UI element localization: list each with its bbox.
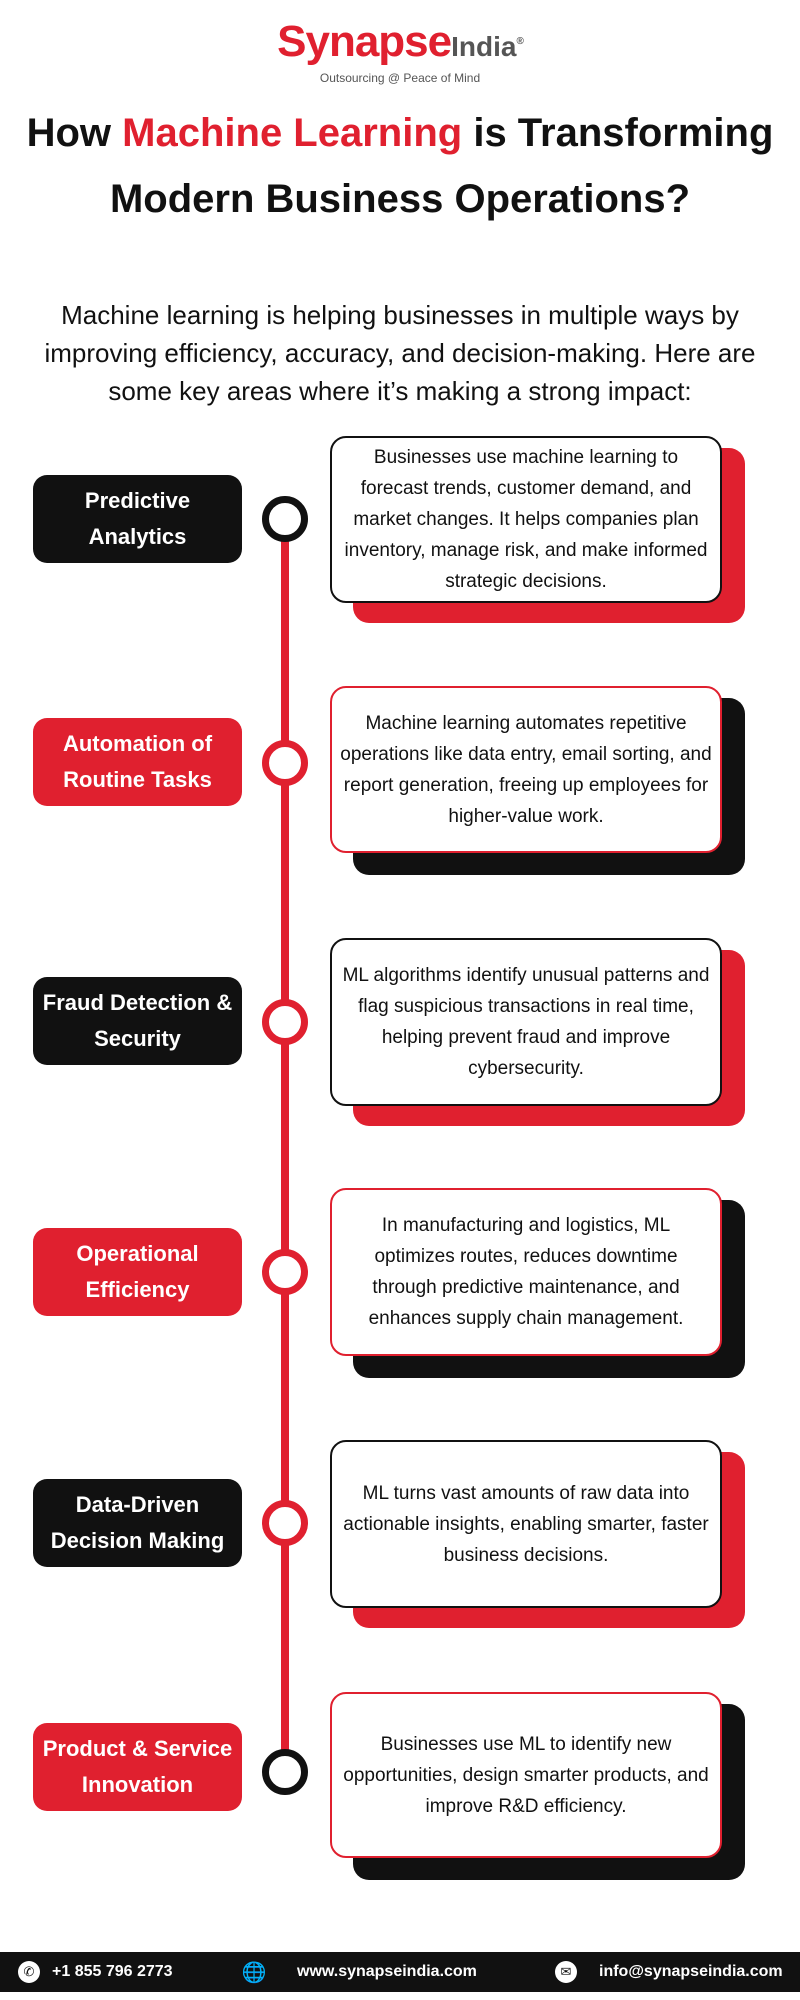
title-part-2: is Transforming bbox=[462, 111, 774, 155]
title-line-1: How Machine Learning is Transforming bbox=[0, 100, 800, 166]
timeline-node bbox=[262, 1500, 308, 1546]
title-line-2: Modern Business Operations? bbox=[109, 177, 691, 221]
timeline-node bbox=[262, 1249, 308, 1295]
logo-wordmark: SynapseIndia® bbox=[0, 18, 800, 71]
timeline-node bbox=[262, 999, 308, 1045]
footer-email[interactable]: ✉ info@synapseindia.com bbox=[555, 1952, 783, 1992]
footer-phone-text: +1 855 796 2773 bbox=[52, 1963, 173, 1980]
card-fraud-detection: ML algorithms identify unusual patterns … bbox=[330, 938, 722, 1106]
label-text: Automation of Routine Tasks bbox=[62, 731, 213, 792]
label-data-driven: Data-Driven Decision Making bbox=[33, 1479, 242, 1567]
card-data-driven: ML turns vast amounts of raw data into a… bbox=[330, 1440, 722, 1608]
label-text: Predictive Analytics bbox=[84, 488, 191, 549]
timeline-line bbox=[281, 520, 289, 1770]
label-automation: Automation of Routine Tasks bbox=[33, 718, 242, 806]
footer-bar: ✆ +1 855 796 2773 🌐 www.synapseindia.com… bbox=[0, 1952, 800, 1992]
logo-reg-mark: ® bbox=[516, 36, 523, 47]
phone-icon: ✆ bbox=[18, 1961, 40, 1983]
label-fraud-detection: Fraud Detection & Security bbox=[33, 977, 242, 1065]
logo-brand: Synapse bbox=[277, 17, 452, 66]
card-description: ML turns vast amounts of raw data into a… bbox=[343, 1482, 709, 1566]
label-predictive-analytics: Predictive Analytics bbox=[33, 475, 242, 563]
footer-email-text: info@synapseindia.com bbox=[599, 1963, 783, 1980]
card-predictive-analytics: Businesses use machine learning to forec… bbox=[330, 436, 722, 603]
card-description: ML algorithms identify unusual patterns … bbox=[342, 965, 710, 1079]
card-operational-efficiency: In manufacturing and logistics, ML optim… bbox=[330, 1188, 722, 1356]
card-description: Businesses use machine learning to forec… bbox=[344, 447, 708, 592]
label-text: Data-Driven Decision Making bbox=[50, 1492, 225, 1553]
label-text: Product & Service Innovation bbox=[42, 1736, 233, 1797]
footer-website[interactable]: 🌐 www.synapseindia.com bbox=[241, 1952, 477, 1992]
label-product-innovation: Product & Service Innovation bbox=[33, 1723, 242, 1811]
footer-phone[interactable]: ✆ +1 855 796 2773 bbox=[18, 1952, 173, 1992]
timeline-node bbox=[262, 1749, 308, 1795]
intro-text: Machine learning is helping businesses i… bbox=[44, 300, 756, 406]
footer-website-text: www.synapseindia.com bbox=[297, 1963, 477, 1980]
logo-brand-suffix: India bbox=[451, 31, 517, 62]
card-automation: Machine learning automates repetitive op… bbox=[330, 686, 722, 853]
card-description: Machine learning automates repetitive op… bbox=[340, 712, 712, 827]
label-text: Fraud Detection & Security bbox=[42, 990, 233, 1051]
card-description: In manufacturing and logistics, ML optim… bbox=[368, 1215, 684, 1329]
page-title: How Machine Learning is Transforming Mod… bbox=[0, 100, 800, 232]
title-accent: Machine Learning bbox=[122, 111, 463, 155]
envelope-icon: ✉ bbox=[555, 1961, 577, 1983]
title-part-1: How bbox=[26, 111, 123, 155]
card-product-innovation: Businesses use ML to identify new opport… bbox=[330, 1692, 722, 1858]
label-operational-efficiency: Operational Efficiency bbox=[33, 1228, 242, 1316]
card-description: Businesses use ML to identify new opport… bbox=[343, 1733, 709, 1817]
logo-tagline: Outsourcing @ Peace of Mind bbox=[319, 71, 481, 85]
timeline-node bbox=[262, 496, 308, 542]
brand-logo: SynapseIndia® Outsourcing @ Peace of Min… bbox=[0, 18, 800, 86]
timeline-node bbox=[262, 740, 308, 786]
label-text: Operational Efficiency bbox=[76, 1241, 199, 1302]
globe-icon: 🌐 bbox=[241, 1961, 267, 1984]
